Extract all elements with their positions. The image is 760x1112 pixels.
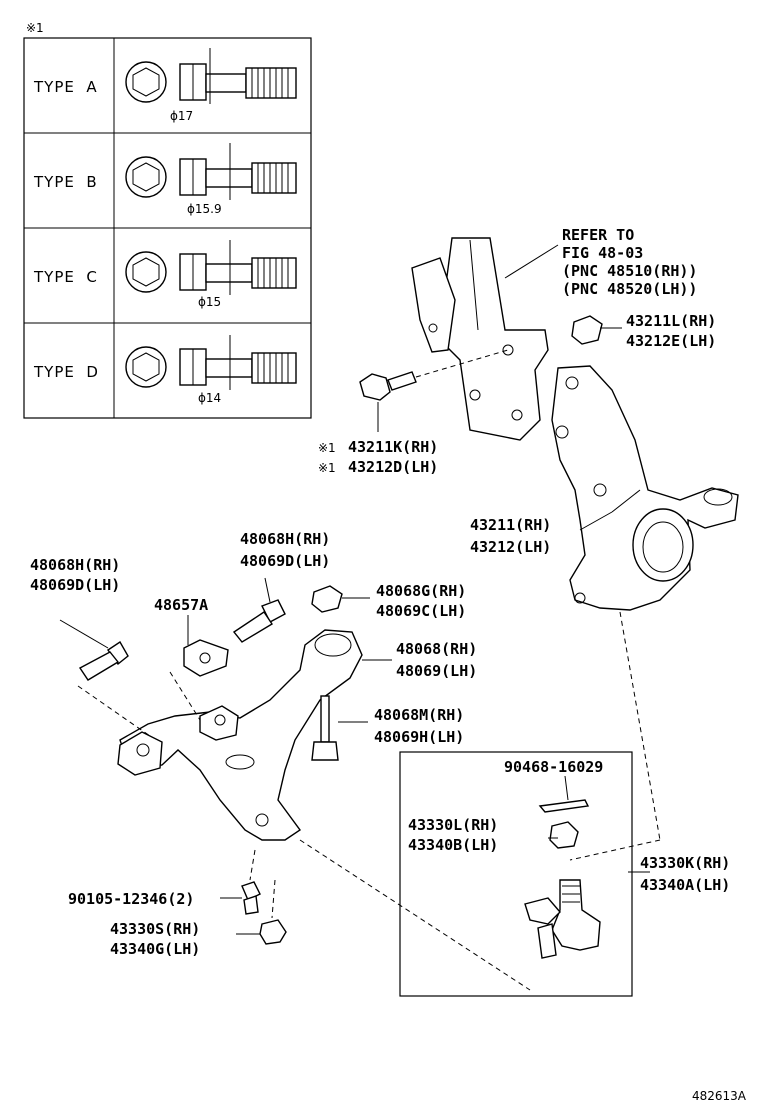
label-43330l: 43330L(RH) bbox=[408, 816, 498, 834]
label-48069c: 48069C(LH) bbox=[376, 602, 466, 620]
type-c-bolt-icon bbox=[125, 240, 297, 295]
lower-control-arm bbox=[117, 629, 363, 841]
label-48068h-mid: 48068H(RH) bbox=[240, 530, 330, 548]
label-48069h: 48069H(LH) bbox=[374, 728, 464, 746]
refer-line2: FIG 48-03 bbox=[562, 244, 643, 262]
note-mark-43211k: ※1 bbox=[318, 441, 336, 455]
label-43340a: 43340A(LH) bbox=[640, 876, 730, 894]
label-43340g: 43340G(LH) bbox=[110, 940, 200, 958]
label-43330k: 43330K(RH) bbox=[640, 854, 730, 872]
label-43212: 43212(LH) bbox=[470, 538, 551, 556]
bolt-43211k-icon bbox=[359, 349, 509, 432]
cotter-pin-icon bbox=[538, 775, 590, 813]
refer-line4: (PNC 48520(LH)) bbox=[562, 280, 697, 298]
label-43330s: 43330S(RH) bbox=[110, 920, 200, 938]
label-43211: 43211(RH) bbox=[470, 516, 551, 534]
nut-43211l-icon bbox=[571, 315, 622, 345]
label-48657a: 48657A bbox=[154, 596, 208, 614]
label-48069: 48069(LH) bbox=[396, 662, 477, 680]
strut-assembly bbox=[411, 237, 559, 441]
label-48068: 48068(RH) bbox=[396, 640, 477, 658]
type-d-diameter: ϕ14 bbox=[198, 391, 221, 405]
bolt-90105-icon bbox=[220, 849, 261, 915]
label-48069d-left: 48069D(LH) bbox=[30, 576, 120, 594]
castle-nut-icon bbox=[548, 821, 579, 849]
ball-joint-box bbox=[399, 751, 633, 997]
ball-joint-icon bbox=[524, 879, 601, 959]
type-table: TYPE A ϕ17 TYPE B bbox=[23, 37, 312, 419]
label-48068g: 48068G(RH) bbox=[376, 582, 466, 600]
label-43211l: 43211L(RH) bbox=[626, 312, 716, 330]
label-43211k: 43211K(RH) bbox=[348, 438, 438, 456]
type-a-bolt-icon bbox=[125, 48, 297, 104]
label-48068m: 48068M(RH) bbox=[374, 706, 464, 724]
steering-knuckle bbox=[551, 365, 739, 611]
note-mark: ※1 bbox=[26, 21, 44, 35]
type-b-bolt-icon bbox=[125, 143, 297, 200]
label-48069d-mid: 48069D(LH) bbox=[240, 552, 330, 570]
type-a-label: TYPE A bbox=[33, 78, 98, 96]
label-90105: 90105-12346(2) bbox=[68, 890, 194, 908]
type-a-diameter: ϕ17 bbox=[170, 109, 193, 123]
bracket-48657a-icon bbox=[169, 615, 229, 721]
nut-43330s-icon bbox=[236, 879, 287, 945]
refer-line3: (PNC 48510(RH)) bbox=[562, 262, 697, 280]
type-c-label: TYPE C bbox=[33, 268, 98, 286]
label-48068h-left: 48068H(RH) bbox=[30, 556, 120, 574]
type-c-diameter: ϕ15 bbox=[198, 295, 221, 309]
label-43212e: 43212E(LH) bbox=[626, 332, 716, 350]
type-d-label: TYPE D bbox=[33, 363, 99, 381]
bolt-48068h-left-icon bbox=[59, 619, 151, 737]
bolt-48068h-mid-icon bbox=[232, 577, 286, 643]
type-b-diameter: ϕ15.9 bbox=[187, 202, 222, 216]
nut-48068g-icon bbox=[311, 585, 370, 613]
label-90468: 90468-16029 bbox=[504, 758, 603, 776]
figure-number: 482613A bbox=[692, 1089, 747, 1103]
label-43212d: 43212D(LH) bbox=[348, 458, 438, 476]
label-43340b: 43340B(LH) bbox=[408, 836, 498, 854]
bolt-48068m-icon bbox=[311, 695, 368, 761]
refer-line1: REFER TO bbox=[562, 226, 634, 244]
note-mark-43212d: ※1 bbox=[318, 461, 336, 475]
type-b-label: TYPE B bbox=[33, 173, 98, 191]
type-d-bolt-icon bbox=[125, 335, 297, 390]
